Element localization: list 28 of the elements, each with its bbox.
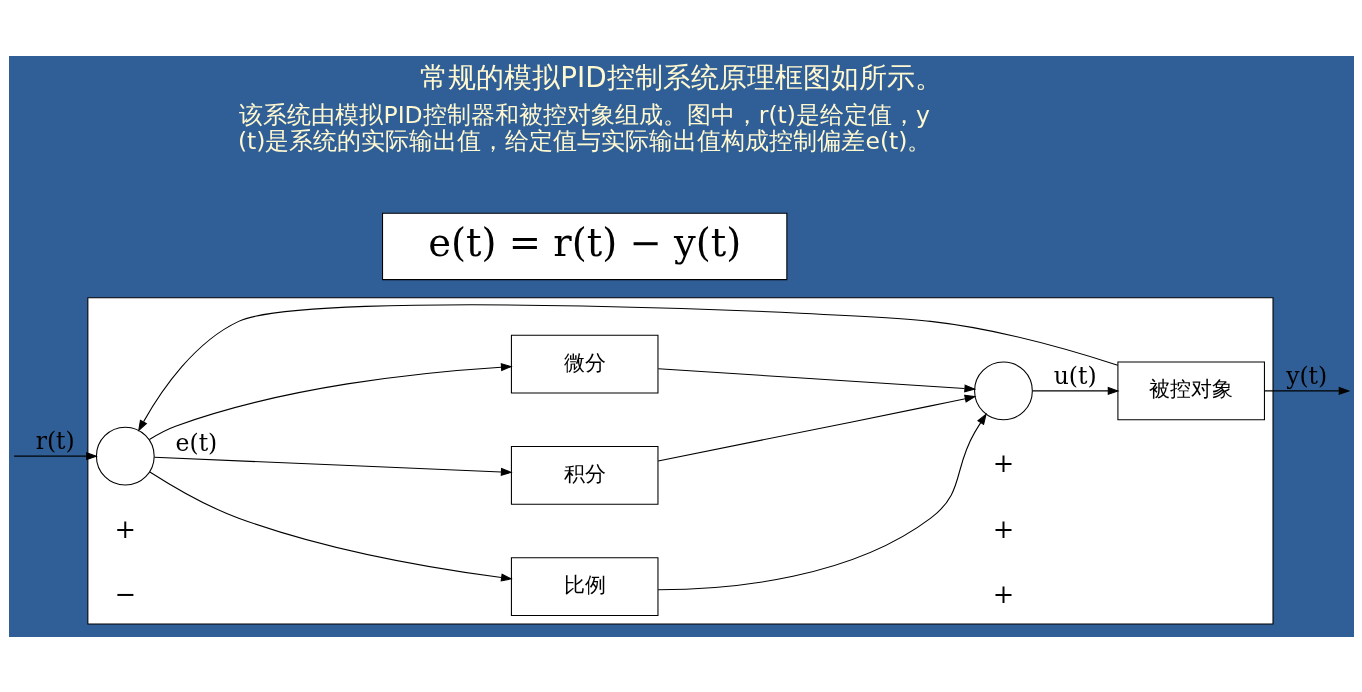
label: 该系统由模拟PID控制器和被控对象组成。图中，r(t)是给定值，y(t)是系统的实际输出值，给定值与实际输出值构成控制偏差e(t)。 [237,100,931,155]
arrow [153,456,513,476]
label: + [992,578,1014,609]
arrow [1031,386,1119,395]
label: e(t) = r(t) − y(t) [427,219,741,265]
arrow [148,362,513,440]
diagram-title: 常规的模拟PID控制系统原理框图如所示。 [419,60,943,94]
arrow [657,412,987,590]
node-circle [973,360,1033,420]
node-box: 积分 [510,445,658,505]
label: − [114,578,136,609]
label: + [992,447,1014,478]
node-box: 被控对象 [1116,360,1265,420]
arrow [148,470,513,582]
node-box: 微分 [510,334,658,394]
node-circle [95,426,155,486]
edge-label: e(t) [175,428,217,457]
edge-label: r(t) [35,426,75,455]
arrow [657,394,976,461]
node-box: 比例 [510,556,658,616]
arrow [13,451,98,460]
arrow [657,367,976,393]
edge-label: y(t) [1285,361,1327,390]
arrow [1263,386,1350,395]
label: + [114,513,136,544]
edge-label: u(t) [1053,361,1097,390]
label: + [992,513,1014,544]
arrow [137,303,1118,432]
